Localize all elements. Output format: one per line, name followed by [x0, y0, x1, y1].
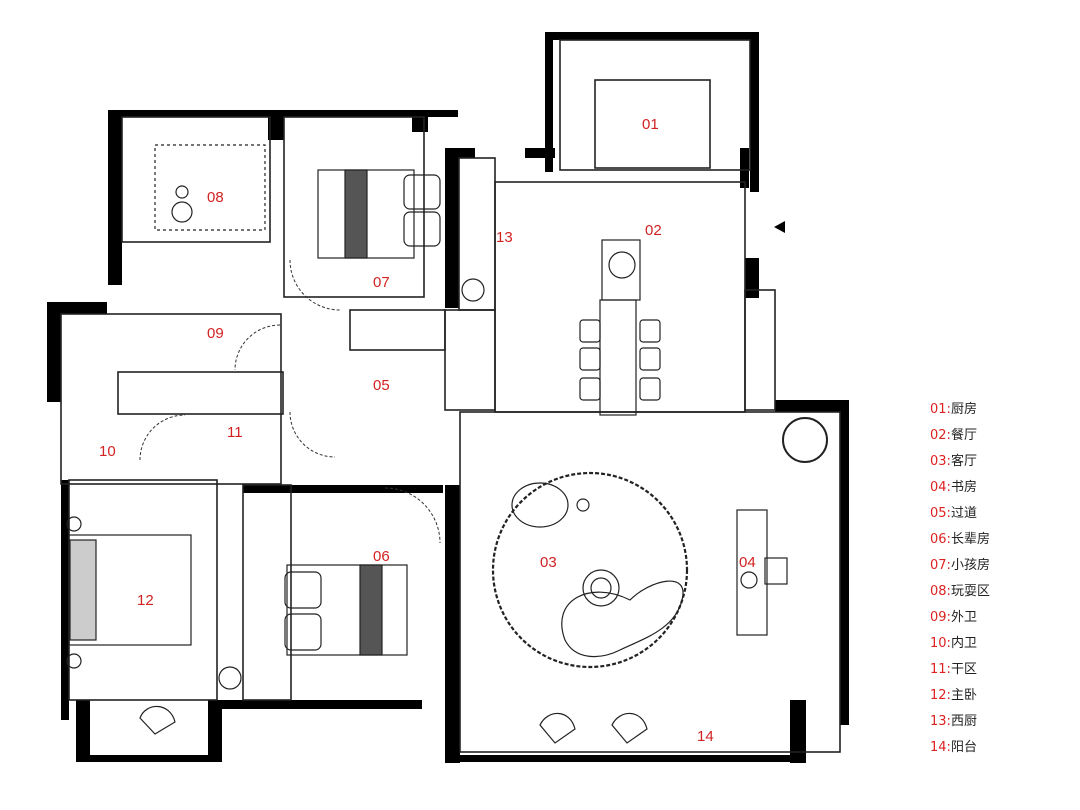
room-label-09: 09 [207, 325, 224, 342]
door-swings [139, 259, 441, 544]
legend-item: 10:内卫 [930, 636, 977, 651]
room-labels: 01 02 03 04 05 06 07 08 09 10 11 12 13 1… [99, 116, 756, 745]
room-legend: 01:厨房 02:餐厅 03:客厅 04:书房 05:过道 06:长辈房 07:… [930, 400, 1070, 764]
exterior-walls [47, 32, 849, 763]
room-label-10: 10 [99, 443, 116, 460]
room-label-07: 07 [373, 274, 390, 291]
legend-item: 08:玩耍区 [930, 584, 990, 599]
furniture [66, 144, 828, 744]
legend-item: 07:小孩房 [930, 558, 990, 573]
interior-walls [60, 39, 841, 753]
plant [782, 417, 828, 463]
island [601, 239, 641, 301]
room-label-11: 11 [227, 424, 243, 441]
play-mat [154, 144, 266, 231]
room-label-04: 04 [739, 554, 756, 571]
room-label-08: 08 [207, 189, 224, 206]
legend-item: 01:厨房 [930, 402, 977, 417]
room-label-12: 12 [137, 592, 154, 609]
bed-06 [286, 564, 408, 656]
legend-item: 04:书房 [930, 480, 977, 495]
room-label-14: 14 [697, 728, 714, 745]
legend-item: 02:餐厅 [930, 428, 977, 443]
legend-item: 12:主卧 [930, 688, 977, 703]
legend-item: 03:客厅 [930, 454, 977, 469]
legend-item: 05:过道 [930, 506, 977, 521]
room-label-02: 02 [645, 222, 662, 239]
room-label-13: 13 [496, 229, 513, 246]
bed-12 [68, 534, 192, 646]
legend-item: 06:长辈房 [930, 532, 990, 547]
room-label-03: 03 [540, 554, 557, 571]
dining-table [599, 299, 637, 416]
legend-item: 14:阳台 [930, 740, 977, 755]
legend-item: 09:外卫 [930, 610, 977, 625]
legend-item: 13:西厨 [930, 714, 977, 729]
room-label-05: 05 [373, 377, 390, 394]
rug [491, 471, 689, 669]
room-label-06: 06 [373, 548, 390, 565]
room-label-01: 01 [642, 116, 659, 133]
desk [736, 509, 768, 636]
entry-arrow-icon [774, 221, 785, 233]
legend-item: 11:干区 [930, 662, 977, 677]
